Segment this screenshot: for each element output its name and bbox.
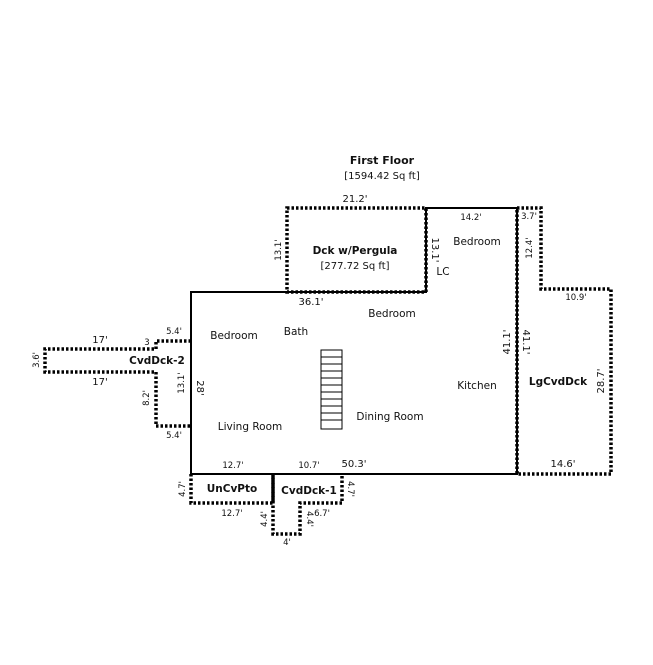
dim-cvd1-inner: 6.7' [314, 509, 330, 519]
dim-main-right: 41.1' [502, 329, 513, 354]
dim-cvd1-tab-left: 4.4' [260, 511, 270, 527]
dim-main-bottom: 50.3' [341, 459, 366, 470]
dim-main-left-inner: 13.1' [177, 372, 187, 393]
dim-cvd2-end: 3.6' [32, 352, 42, 368]
dim-un-left: 4.7' [178, 481, 188, 497]
dim-un-bottom: 12.7' [221, 509, 242, 519]
dim-lg-notch-left: 12.4' [525, 237, 535, 258]
deck-pergola-area: [277.72 Sq ft] [320, 261, 389, 272]
dim-cvd2-top: 17' [92, 335, 107, 346]
dim-cvd2-bottom: 17' [92, 377, 107, 388]
room-living: Living Room [218, 421, 282, 433]
uncvpto-outline [189, 474, 275, 505]
dim-bed-top: 14.2' [460, 213, 481, 223]
room-bedroom-west: Bedroom [210, 330, 258, 342]
cvddck1-outline [271, 474, 344, 536]
uncvpto-label: UnCvPto [207, 483, 257, 495]
staircase [320, 349, 343, 430]
dim-cvd2-step: 3 [144, 338, 149, 348]
dim-cvd1-right: 4.7' [345, 481, 355, 497]
deck-pergola-outline [285, 206, 428, 294]
room-bath: Bath [284, 326, 308, 338]
lgcvddck-outline [515, 206, 613, 476]
cvddck1-label: CvdDck-1 [281, 485, 337, 497]
dim-lg-bottom: 14.6' [550, 459, 575, 470]
dim-main-left: 28' [194, 380, 205, 395]
dim-main-top: 36.1' [298, 297, 323, 308]
dim-lg-top: 3.7' [521, 212, 537, 222]
deck-pergola-label: Dck w/Pergula [313, 245, 398, 257]
room-bedroom-northeast: Bedroom [453, 236, 501, 248]
lgcvddck-label: LgCvdDck [529, 376, 588, 388]
room-lc: LC [436, 266, 449, 278]
floor-area: [1594.42 Sq ft] [344, 171, 420, 182]
room-dining: Dining Room [356, 411, 423, 423]
dim-cvd1-tab-bottom: 4' [283, 538, 291, 548]
dim-lg-right: 28.7' [596, 368, 607, 393]
dim-cvd1-top: 10.7' [298, 461, 319, 471]
dim-cvd2-down: 8.2' [142, 390, 152, 406]
cvddck2-outline [43, 339, 191, 428]
cvddck2-label: CvdDck-2 [129, 355, 185, 367]
dim-lg-left: 41.1' [520, 329, 531, 354]
dim-deck-top: 21.2' [342, 194, 367, 205]
dim-deck-right: 13.1' [429, 237, 440, 262]
dim-living-bottom: 12.7' [222, 461, 243, 471]
dim-cvd2-bottom-right: 5.4' [166, 431, 182, 441]
dim-lg-notch-bottom: 10.9' [565, 293, 586, 303]
dim-cvd2-top-right: 5.4' [166, 327, 182, 337]
floor-title: First Floor [350, 154, 415, 167]
dim-deck-left: 13.1' [274, 239, 284, 260]
room-bedroom-center: Bedroom [368, 308, 416, 320]
room-kitchen: Kitchen [457, 380, 496, 392]
dim-cvd1-tab-right: 4.4' [304, 511, 314, 527]
